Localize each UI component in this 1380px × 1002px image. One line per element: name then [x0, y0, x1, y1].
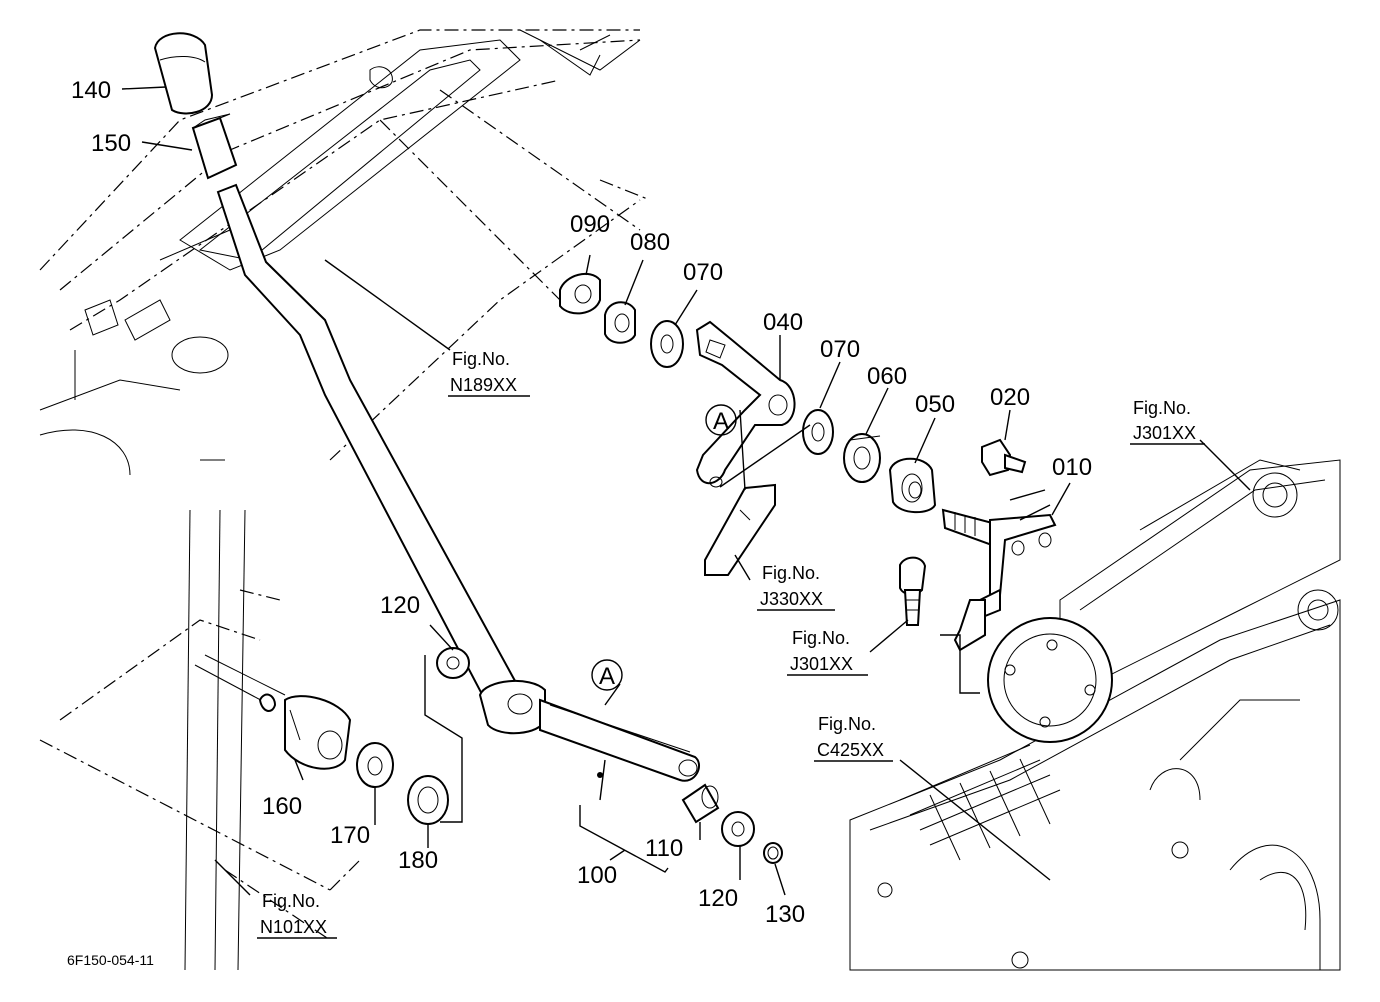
callout-a-lower: A — [591, 659, 623, 691]
fig-ref-j301-mid-code: J301XX — [790, 654, 853, 674]
label-070-upper: 070 — [683, 259, 723, 286]
pivot-dot — [597, 772, 603, 778]
drawing-code: 6F150-054-11 — [67, 952, 154, 968]
seal-180 — [407, 775, 449, 825]
fig-ref-n101-label: Fig.No. — [262, 891, 320, 911]
label-180: 180 — [398, 847, 438, 874]
fig-ref-n189-label: Fig.No. — [452, 349, 510, 369]
link-j330 — [704, 483, 776, 576]
spacer-060 — [843, 433, 881, 483]
fig-ref-j330-code: J330XX — [760, 589, 823, 609]
label-130: 130 — [765, 901, 805, 928]
nut-090 — [559, 272, 601, 315]
fig-ref-c425-label: Fig.No. — [818, 714, 876, 734]
bolt-020 — [981, 438, 1027, 477]
fig-ref-c425-code: C425XX — [817, 740, 884, 760]
label-100: 100 — [577, 862, 617, 889]
label-120-upper: 120 — [380, 592, 420, 619]
leader-lines — [121, 86, 1251, 896]
fig-ref-n101-code: N101XX — [260, 917, 327, 937]
label-110: 110 — [645, 835, 683, 862]
fig-ref-n189: Fig.No. N189XX — [448, 349, 530, 397]
label-040: 040 — [763, 309, 803, 336]
washer-120-lower — [721, 811, 755, 847]
fig-ref-j330: Fig.No. J330XX — [757, 563, 835, 611]
bushing-080 — [604, 301, 636, 344]
fig-ref-n189-code: N189XX — [450, 375, 517, 395]
spring-050 — [888, 457, 937, 514]
washer-120-upper — [436, 647, 470, 679]
washer-070-lower — [802, 409, 834, 455]
label-120-lower: 120 — [698, 885, 738, 912]
label-050: 050 — [915, 391, 955, 418]
label-060: 060 — [867, 363, 907, 390]
sleeve-150 — [191, 113, 238, 180]
bushing-110 — [681, 783, 720, 824]
callout-a-upper-label: A — [713, 408, 729, 435]
lever-100 — [216, 183, 700, 782]
bolt-j301 — [899, 556, 927, 626]
fig-ref-j330-label: Fig.No. — [762, 563, 820, 583]
fig-ref-j301-mid: Fig.No. J301XX — [787, 628, 868, 676]
fig-ref-j301-top-code: J301XX — [1133, 423, 1196, 443]
fig-ref-c425: Fig.No. C425XX — [814, 714, 893, 762]
fig-ref-j301-top: Fig.No. J301XX — [1130, 398, 1205, 445]
label-170: 170 — [330, 822, 370, 849]
transmission-housing — [849, 459, 1341, 971]
label-080: 080 — [630, 229, 670, 256]
label-150: 150 — [91, 130, 131, 157]
label-090: 090 — [570, 211, 610, 238]
label-070-lower: 070 — [820, 336, 860, 363]
fig-ref-n101: Fig.No. N101XX — [257, 891, 337, 939]
boss-160 — [194, 654, 352, 770]
washer-070-upper — [650, 320, 684, 368]
label-160: 160 — [262, 793, 302, 820]
fig-ref-j301-mid-label: Fig.No. — [792, 628, 850, 648]
callout-a-upper: A — [705, 404, 737, 436]
label-140: 140 — [71, 77, 111, 104]
label-010: 010 — [1052, 454, 1092, 481]
label-020: 020 — [990, 384, 1030, 411]
grip-140 — [153, 32, 214, 115]
arm-040 — [695, 320, 796, 488]
part-numbers: 140 150 090 080 070 040 070 060 050 020 … — [71, 77, 1092, 928]
washer-170 — [356, 742, 394, 788]
fig-ref-j301-top-label: Fig.No. — [1133, 398, 1191, 418]
snap-ring-130 — [763, 842, 783, 864]
callout-a-lower-label: A — [599, 663, 615, 690]
